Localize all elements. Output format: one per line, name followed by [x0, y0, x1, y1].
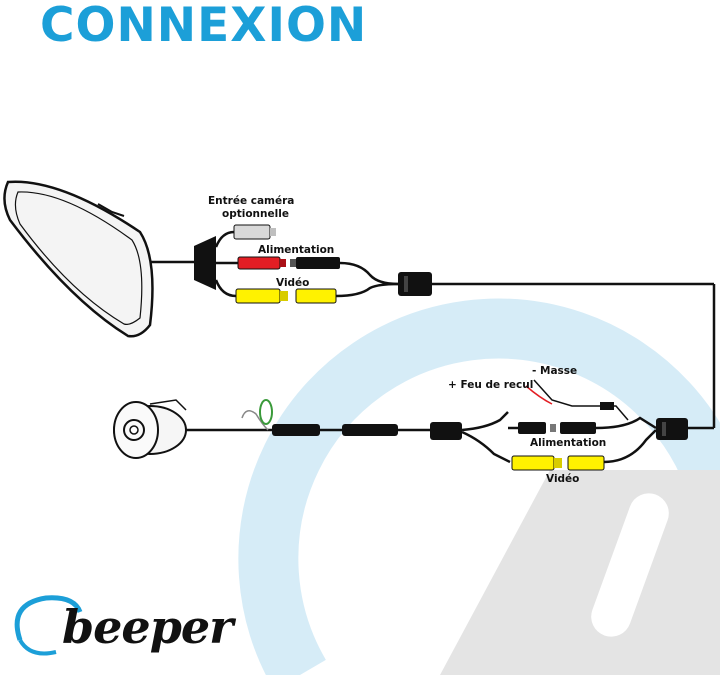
camera: [113, 399, 187, 459]
watermark-shape: [440, 470, 720, 675]
power-plugs-top: [237, 256, 340, 270]
label-ground: - Masse: [532, 365, 577, 377]
ground-terminal: [600, 402, 614, 410]
ground-reverse-wires: [525, 379, 629, 421]
label-video-bottom: Vidéo: [546, 473, 579, 485]
rearview-mirror: [3, 180, 154, 338]
page-title: CONNEXION: [40, 0, 368, 53]
label-power-bottom: Alimentation: [530, 437, 606, 449]
watermark-slot: [591, 493, 669, 637]
main-connector-top: [398, 272, 432, 296]
label-optional-camera-input-2: optionnelle: [222, 208, 289, 220]
beeper-logo-text: beeper: [62, 600, 233, 654]
camera-extension-connectors: [272, 422, 462, 440]
bottom-cable: [186, 411, 657, 464]
watermark: [238, 298, 720, 675]
mirror-connector-block: [194, 236, 216, 290]
power-plugs-bottom: [518, 422, 596, 434]
label-video-top: Vidéo: [276, 277, 309, 289]
main-connector-bottom: [656, 418, 688, 440]
label-reverse-light: + Feu de recul: [448, 379, 533, 391]
label-power-top: Alimentation: [258, 244, 334, 256]
beeper-logo-mark: [14, 595, 83, 656]
top-cable: [150, 230, 716, 430]
loop-wire: [241, 399, 273, 431]
video-plugs-top: [235, 288, 337, 304]
video-plugs-bottom: [511, 455, 605, 471]
label-optional-camera-input-1: Entrée caméra: [208, 195, 294, 207]
optional-camera-plug: [233, 224, 276, 240]
